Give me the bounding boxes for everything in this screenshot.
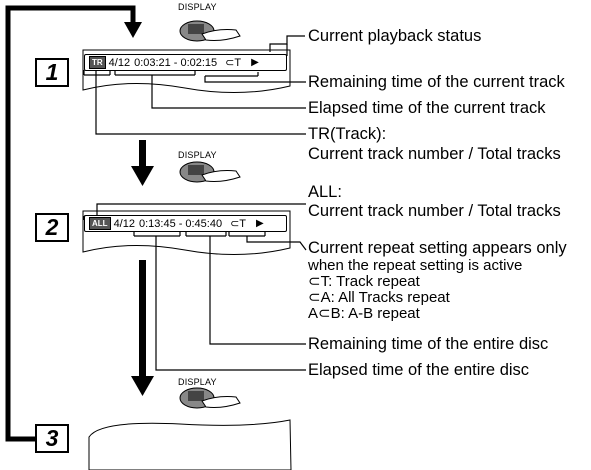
leader-repeat	[246, 236, 307, 251]
label-remaining-track: Remaining time of the current track	[308, 73, 565, 91]
label-repeat-a: ⊂A: All Tracks repeat	[308, 289, 450, 306]
display-label-1: DISPLAY	[178, 2, 217, 12]
arrow-2-3-head	[131, 376, 154, 396]
osd-bar-2: ALL 4/12 0:13:45 - 0:45:40 ⊂T ▶	[84, 215, 287, 232]
label-repeat-line1: Current repeat setting appears only	[308, 239, 567, 257]
osd-separator: -	[173, 56, 178, 69]
step-2-number: 2	[35, 213, 69, 242]
leader-elapsed-track	[151, 75, 306, 109]
arrow-2-3-shaft	[139, 260, 146, 378]
label-all-desc: Current track number / Total tracks	[308, 202, 561, 220]
step-1-number: 1	[35, 58, 69, 87]
label-repeat-line2: when the repeat setting is active	[308, 257, 523, 274]
osd-bar-1: TR 4/12 0:03:21 - 0:02:15 ⊂T ▶	[84, 54, 287, 71]
display-button-3	[179, 387, 241, 409]
play-icon: ▶	[251, 57, 259, 68]
label-repeat-ab: A⊂B: A-B repeat	[308, 305, 420, 322]
screen-3-panel	[88, 419, 292, 470]
osd-repeat-icon: ⊂T	[225, 57, 242, 69]
display-button-2	[179, 161, 241, 183]
display-button-1	[179, 20, 241, 42]
label-tr-desc: Current track number / Total tracks	[308, 145, 561, 163]
leader-remaining-track	[204, 76, 306, 83]
display-label-2: DISPLAY	[178, 150, 217, 160]
osd-remaining: 0:45:40	[185, 217, 223, 230]
label-tr-title: TR(Track):	[308, 125, 387, 143]
osd-elapsed: 0:03:21	[134, 56, 171, 69]
leader-remaining-disc	[209, 236, 306, 345]
arrow-1-2-shaft	[139, 140, 146, 168]
label-elapsed-track: Elapsed time of the current track	[308, 99, 546, 117]
osd-elapsed: 0:13:45	[138, 217, 176, 230]
label-repeat-t: ⊂T: Track repeat	[308, 273, 420, 290]
osd-repeat-icon: ⊂T	[230, 218, 246, 230]
osd-track: 4/12	[113, 217, 135, 230]
arrow-1-2-head	[131, 166, 154, 186]
leader-elapsed-disc	[155, 236, 306, 371]
osd-separator: -	[178, 217, 183, 230]
label-remaining-disc: Remaining time of the entire disc	[308, 335, 549, 353]
osd-mode-badge: TR	[89, 56, 106, 69]
loop-back-line	[5, 5, 136, 442]
osd-remaining: 0:02:15	[180, 56, 218, 69]
label-elapsed-disc: Elapsed time of the entire disc	[308, 361, 530, 379]
label-playback-status: Current playback status	[308, 27, 482, 45]
display-label-3: DISPLAY	[178, 377, 217, 387]
osd-mode-badge: ALL	[89, 217, 111, 230]
leader-all	[96, 203, 306, 216]
loop-arrowhead	[124, 22, 142, 38]
step-3-number: 3	[35, 424, 69, 453]
play-icon: ▶	[256, 218, 264, 229]
osd-track: 4/12	[108, 56, 131, 69]
leader-tr	[95, 70, 306, 135]
label-all-title: ALL:	[308, 183, 342, 201]
